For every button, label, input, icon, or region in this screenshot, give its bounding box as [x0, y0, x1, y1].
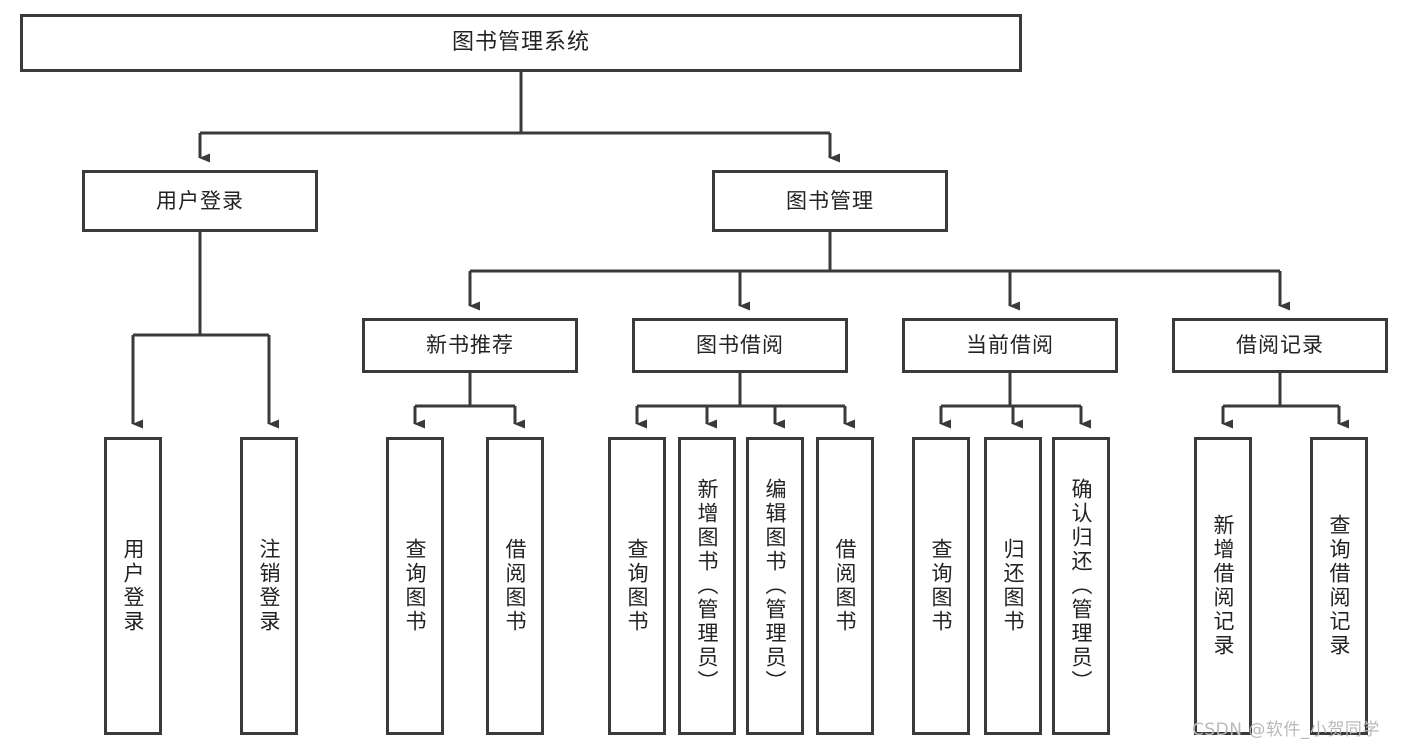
leaf-query-book-borrow[interactable]: 查询图书 — [608, 437, 666, 735]
node-label: 新增图书（管理员） — [695, 478, 720, 694]
node-root-system[interactable]: 图书管理系统 — [20, 14, 1022, 72]
node-label: 借阅记录 — [1236, 333, 1324, 358]
leaf-query-book-new[interactable]: 查询图书 — [386, 437, 444, 735]
node-label: 新增借阅记录 — [1211, 514, 1236, 658]
node-label: 查询图书 — [929, 538, 954, 634]
node-book-borrow[interactable]: 图书借阅 — [632, 318, 848, 373]
node-label: 图书借阅 — [696, 333, 784, 358]
node-label: 用户登录 — [121, 538, 146, 634]
leaf-return-book[interactable]: 归还图书 — [984, 437, 1042, 735]
leaf-borrow-book-new[interactable]: 借阅图书 — [486, 437, 544, 735]
node-label: 查询借阅记录 — [1327, 514, 1352, 658]
leaf-user-login[interactable]: 用户登录 — [104, 437, 162, 735]
node-label: 用户登录 — [156, 188, 244, 213]
leaf-confirm-return-admin[interactable]: 确认归还（管理员） — [1052, 437, 1110, 735]
leaf-add-book-admin[interactable]: 新增图书（管理员） — [678, 437, 736, 735]
node-label: 编辑图书（管理员） — [763, 478, 788, 694]
node-current-borrow[interactable]: 当前借阅 — [902, 318, 1118, 373]
node-label: 注销登录 — [257, 538, 282, 634]
node-label: 当前借阅 — [966, 333, 1054, 358]
node-label: 新书推荐 — [426, 333, 514, 358]
node-borrow-record[interactable]: 借阅记录 — [1172, 318, 1388, 373]
node-label: 归还图书 — [1001, 538, 1026, 634]
node-label: 图书管理系统 — [451, 30, 590, 56]
leaf-logout[interactable]: 注销登录 — [240, 437, 298, 735]
node-label: 查询图书 — [403, 538, 428, 634]
leaf-query-borrow-record[interactable]: 查询借阅记录 — [1310, 437, 1368, 735]
node-user-login[interactable]: 用户登录 — [82, 170, 318, 232]
leaf-add-borrow-record[interactable]: 新增借阅记录 — [1194, 437, 1252, 735]
leaf-borrow-book[interactable]: 借阅图书 — [816, 437, 874, 735]
node-label: 确认归还（管理员） — [1069, 478, 1094, 694]
leaf-query-book-current[interactable]: 查询图书 — [912, 437, 970, 735]
csdn-watermark: CSDN @软件_小贺同学 — [1192, 720, 1380, 740]
node-new-book-recommend[interactable]: 新书推荐 — [362, 318, 578, 373]
node-label: 借阅图书 — [833, 538, 858, 634]
node-label: 图书管理 — [786, 188, 874, 213]
node-label: 查询图书 — [625, 538, 650, 634]
node-label: 借阅图书 — [503, 538, 528, 634]
node-book-management[interactable]: 图书管理 — [712, 170, 948, 232]
leaf-edit-book-admin[interactable]: 编辑图书（管理员） — [746, 437, 804, 735]
